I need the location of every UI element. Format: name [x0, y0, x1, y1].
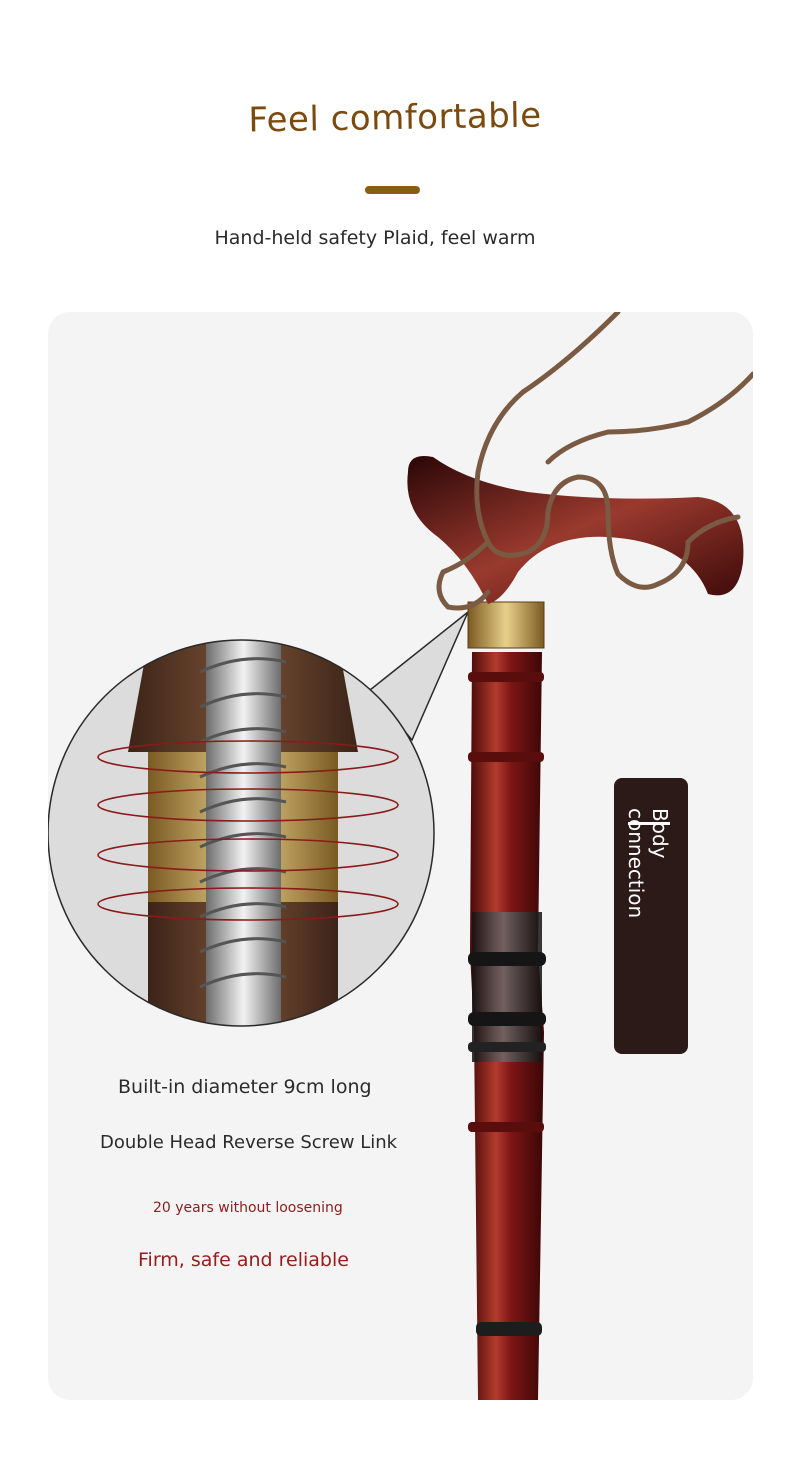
- feature-screw-link: Double Head Reverse Screw Link: [100, 1132, 398, 1153]
- feature-diameter: Built-in diameter 9cm long: [118, 1076, 372, 1098]
- magnified-screw-detail: [48, 639, 435, 1027]
- title-underline: [365, 186, 420, 194]
- cane-handle: [407, 456, 744, 604]
- feature-durability: 20 years without loosening: [153, 1200, 343, 1216]
- label-marker: [628, 822, 670, 825]
- feature-reliability: Firm, safe and reliable: [138, 1249, 349, 1271]
- page-title: Feel comfortable: [248, 95, 542, 141]
- body-connection-text: Body connection: [624, 808, 672, 919]
- page-subtitle: Hand-held safety Plaid, feel warm: [214, 227, 536, 249]
- cane-illustration: [48, 312, 753, 1400]
- body-connection-label: Body connection: [614, 778, 688, 1054]
- hand-outline: [436, 312, 753, 611]
- gold-collar: [467, 601, 545, 649]
- cane-shaft: [468, 652, 546, 1400]
- product-panel: Body connection Built-in diameter 9cm lo…: [48, 312, 753, 1400]
